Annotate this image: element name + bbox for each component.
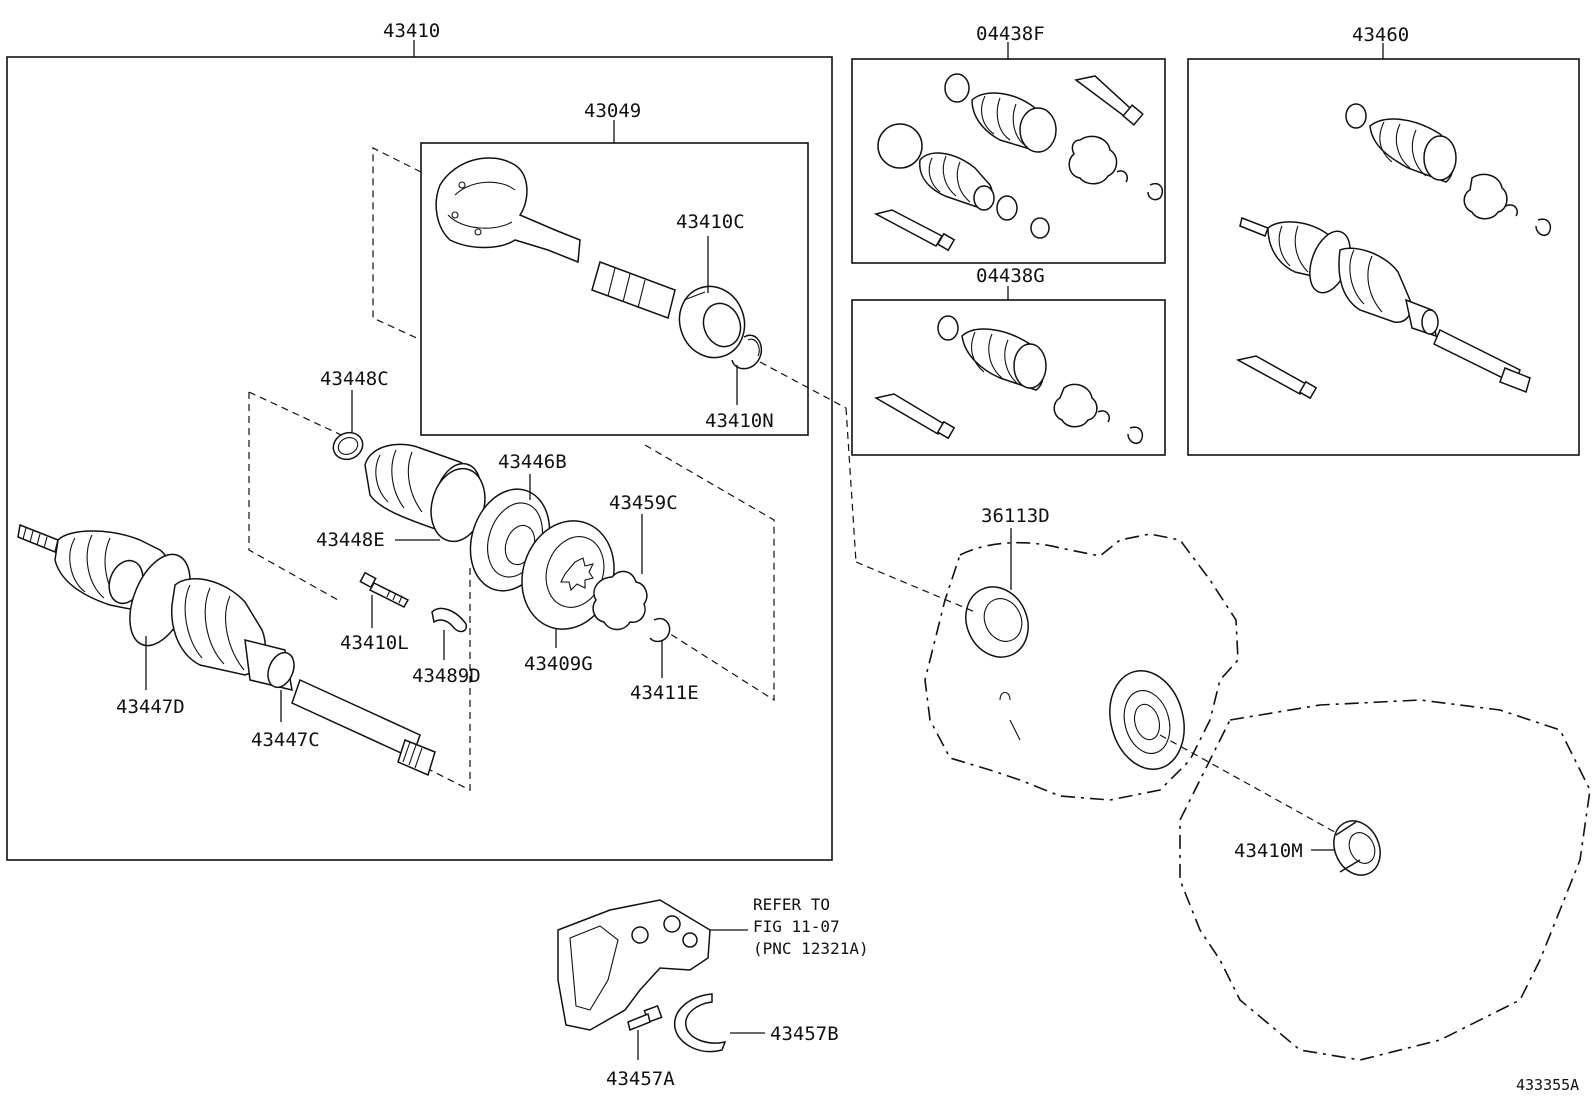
snap-ring-icon[interactable] bbox=[1127, 426, 1144, 445]
group-43460-label: 43460 bbox=[1352, 24, 1409, 46]
group-04438g-label: 04438G bbox=[976, 265, 1045, 287]
reference-note-line3: (PNC 12321A) bbox=[753, 939, 869, 958]
snap-ring-icon[interactable] bbox=[1535, 218, 1552, 237]
grease-tube-icon[interactable] bbox=[1235, 355, 1318, 400]
label-43447d: 43447D bbox=[116, 696, 185, 718]
snap-ring-icon[interactable] bbox=[1505, 204, 1518, 217]
bracket-icon[interactable] bbox=[557, 899, 711, 1031]
group-43460-frame bbox=[1187, 58, 1580, 456]
clamp-icon[interactable] bbox=[877, 123, 923, 169]
group-43410-frame bbox=[6, 56, 833, 861]
label-43457b: 43457B bbox=[770, 1023, 839, 1045]
snap-ring-43411e-icon[interactable] bbox=[649, 617, 671, 643]
bolt-43457a-icon[interactable] bbox=[627, 1005, 663, 1032]
boot-icon[interactable] bbox=[1369, 118, 1457, 183]
label-43411e: 43411E bbox=[630, 682, 699, 704]
boot-icon[interactable] bbox=[971, 92, 1057, 153]
group-43410-label: 43410 bbox=[383, 20, 440, 42]
transaxle-housing-icon[interactable] bbox=[924, 533, 1239, 801]
boot-icon[interactable] bbox=[919, 152, 995, 211]
clamp-icon[interactable] bbox=[996, 195, 1018, 221]
group-04438g[interactable]: 04438G bbox=[851, 265, 1166, 456]
seal-ring-icon[interactable] bbox=[1053, 383, 1098, 428]
transmission-outline bbox=[1179, 699, 1591, 1061]
snap-ring-43459c-icon[interactable] bbox=[592, 570, 648, 631]
label-43448e: 43448E bbox=[316, 529, 385, 551]
shaft-icon[interactable] bbox=[591, 261, 676, 319]
label-43410c: 43410C bbox=[676, 211, 745, 233]
grease-tube-icon[interactable] bbox=[873, 393, 956, 440]
drive-shaft-assembly-icon[interactable] bbox=[1239, 216, 1531, 393]
drive-shaft-assembly-icon[interactable] bbox=[17, 523, 436, 777]
bearing-43410c-icon[interactable] bbox=[670, 277, 755, 367]
label-43410l: 43410L bbox=[340, 632, 409, 654]
label-43446b: 43446B bbox=[498, 451, 567, 473]
label-36113d: 36113D bbox=[981, 505, 1050, 527]
snap-ring-icon[interactable] bbox=[1147, 183, 1164, 201]
clip-43489d-icon[interactable] bbox=[431, 607, 468, 633]
outboard-joint-housing-icon[interactable] bbox=[435, 157, 581, 264]
grease-tube-icon[interactable] bbox=[873, 209, 956, 252]
grease-tube-icon[interactable] bbox=[1074, 75, 1144, 126]
clamp-icon[interactable] bbox=[944, 73, 970, 103]
snap-ring-icon[interactable] bbox=[1116, 170, 1129, 183]
reference-note-line2: FIG 11-07 bbox=[753, 917, 840, 936]
seal-ring-icon[interactable] bbox=[1463, 173, 1508, 220]
label-43457a: 43457A bbox=[606, 1068, 675, 1090]
group-04438f-label: 04438F bbox=[976, 23, 1045, 45]
clamp-icon[interactable] bbox=[937, 315, 959, 341]
oil-seal-36113d-icon[interactable] bbox=[955, 577, 1040, 668]
label-43489d: 43489D bbox=[412, 665, 481, 687]
reference-note-line1: REFER TO bbox=[753, 895, 830, 914]
group-04438f[interactable]: 04438F bbox=[851, 23, 1166, 264]
snap-ring-icon[interactable] bbox=[1097, 410, 1110, 423]
bolt-43410l-icon[interactable] bbox=[359, 571, 410, 608]
group-43049-label: 43049 bbox=[584, 100, 641, 122]
boot-icon[interactable] bbox=[961, 328, 1047, 391]
group-43049[interactable]: 43049 43410C 43 bbox=[372, 100, 847, 436]
snap-ring-43410n-icon[interactable] bbox=[731, 334, 763, 370]
clip-43457b-icon[interactable] bbox=[674, 993, 727, 1053]
clamp-43448c-icon[interactable] bbox=[329, 428, 367, 464]
clamp-icon[interactable] bbox=[1345, 103, 1367, 129]
clamp-icon[interactable] bbox=[1030, 217, 1050, 239]
label-43447c: 43447C bbox=[251, 729, 320, 751]
label-43459c: 43459C bbox=[609, 492, 678, 514]
label-43448c: 43448C bbox=[320, 368, 389, 390]
label-43409g: 43409G bbox=[524, 653, 593, 675]
group-43460[interactable]: 43460 bbox=[1187, 24, 1580, 456]
seal-ring-icon[interactable] bbox=[1068, 135, 1118, 185]
label-43410m: 43410M bbox=[1234, 840, 1303, 862]
bearing-43410m-icon[interactable] bbox=[1325, 813, 1389, 882]
diagram-id: 433355A bbox=[1516, 1076, 1579, 1094]
group-43410[interactable]: 43410 bbox=[6, 20, 833, 861]
label-43410n: 43410N bbox=[705, 410, 774, 432]
